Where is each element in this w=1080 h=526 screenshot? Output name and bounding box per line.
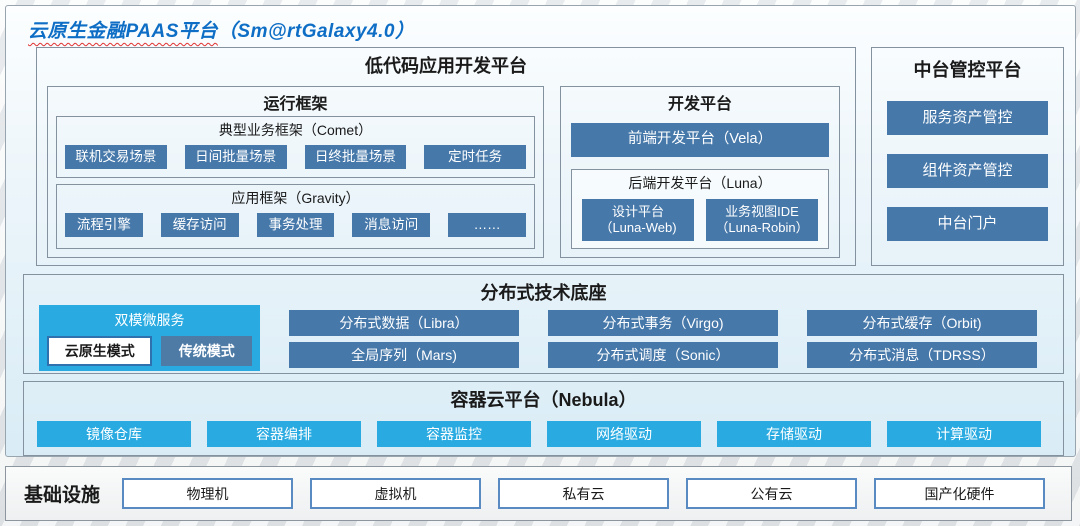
luna-label: 后端开发平台（Luna） xyxy=(628,175,772,191)
luna-web-line2: （Luna-Web) xyxy=(599,220,677,235)
gravity-item-message-access: 消息访问 xyxy=(352,213,431,237)
dev-platform-box: 开发平台 前端开发平台（Vela） 后端开发平台（Luna） 设计平台 （Lun… xyxy=(560,86,840,258)
runtime-heading: 运行框架 xyxy=(263,96,328,113)
nebula-platform-box: 容器云平台（Nebula） 镜像仓库 容器编排 容器监控 网络驱动 存储驱动 计… xyxy=(23,381,1064,456)
nebula-item-orchestration: 容器编排 xyxy=(207,421,361,447)
nebula-item-compute-driver: 计算驱动 xyxy=(887,421,1041,447)
dist-item-sonic: 分布式调度（Sonic） xyxy=(548,342,778,368)
dev-heading: 开发平台 xyxy=(667,96,732,113)
nebula-item-image-registry: 镜像仓库 xyxy=(37,421,191,447)
traditional-mode-node: 传统模式 xyxy=(161,336,252,366)
nebula-item-monitoring: 容器监控 xyxy=(377,421,531,447)
gravity-item-cache-access: 缓存访问 xyxy=(160,213,239,237)
dist-item-virgo: 分布式事务（Virgo) xyxy=(548,310,778,336)
midplatform-box: 中台管控平台 服务资产管控 组件资产管控 中台门户 xyxy=(871,47,1064,266)
infrastructure-strip: 基础设施 物理机 虚拟机 私有云 公有云 国产化硬件 xyxy=(5,466,1072,521)
distributed-base-box: 分布式技术底座 双模微服务 云原生模式 传统模式 分布式数据（Libra） 全局… xyxy=(23,274,1064,374)
midplatform-heading: 中台管控平台 xyxy=(913,60,1022,80)
nebula-item-row: 镜像仓库 容器编排 容器监控 网络驱动 存储驱动 计算驱动 xyxy=(37,421,1041,447)
page-title-suffix: （Sm@rtGalaxy4.0） xyxy=(217,21,415,42)
lowcode-platform-box: 低代码应用开发平台 运行框架 典型业务框架（Comet） 联机交易场景 日间批量… xyxy=(36,47,856,266)
distributed-heading: 分布式技术底座 xyxy=(480,283,607,303)
gravity-framework-box: 应用框架（Gravity） 流程引擎 缓存访问 事务处理 消息访问 …… xyxy=(56,184,535,249)
midplatform-item-service-assets: 服务资产管控 xyxy=(887,101,1048,135)
comet-item-online-transaction: 联机交易场景 xyxy=(65,145,167,169)
infra-item-physical-machine: 物理机 xyxy=(122,478,294,509)
comet-framework-box: 典型业务框架（Comet） 联机交易场景 日间批量场景 日终批量场景 定时任务 xyxy=(56,116,535,178)
comet-item-daytime-batch: 日间批量场景 xyxy=(184,145,287,169)
dist-item-tdrss: 分布式消息（TDRSS） xyxy=(807,342,1037,368)
infrastructure-heading: 基础设施 xyxy=(24,485,101,506)
distributed-column-2: 分布式事务（Virgo) 分布式调度（Sonic） xyxy=(548,307,778,369)
gravity-label: 应用框架（Gravity） xyxy=(231,190,360,206)
luna-robin-node: 业务视图IDE （Luna-Robin） xyxy=(706,199,818,241)
dist-item-libra: 分布式数据（Libra） xyxy=(289,310,519,336)
main-panel: 云原生金融PAAS平台（Sm@rtGalaxy4.0） 低代码应用开发平台 运行… xyxy=(5,5,1076,457)
runtime-framework-box: 运行框架 典型业务框架（Comet） 联机交易场景 日间批量场景 日终批量场景 … xyxy=(47,86,544,258)
page-title-main: 云原生金融PAAS平台 xyxy=(28,21,218,42)
comet-item-scheduled-task: 定时任务 xyxy=(424,145,526,169)
gravity-item-transaction: 事务处理 xyxy=(256,213,335,237)
comet-label: 典型业务框架（Comet） xyxy=(218,122,373,138)
luna-item-row: 设计平台 （Luna-Web) 业务视图IDE （Luna-Robin） xyxy=(582,199,818,241)
infra-item-domestic-hardware: 国产化硬件 xyxy=(874,478,1046,509)
luna-web-line1: 设计平台 xyxy=(611,204,664,220)
midplatform-item-component-assets: 组件资产管控 xyxy=(887,154,1048,188)
dual-mode-microservice-box: 双模微服务 云原生模式 传统模式 xyxy=(39,305,260,371)
comet-item-endofday-batch: 日终批量场景 xyxy=(304,145,407,169)
dist-item-mars: 全局序列（Mars) xyxy=(289,342,519,368)
nebula-item-storage-driver: 存储驱动 xyxy=(717,421,871,447)
dual-mode-label: 双模微服务 xyxy=(114,312,185,328)
nebula-item-network-driver: 网络驱动 xyxy=(547,421,701,447)
dist-item-orbit: 分布式缓存（Orbit) xyxy=(807,310,1037,336)
nebula-heading: 容器云平台（Nebula） xyxy=(450,390,637,410)
infra-item-public-cloud: 公有云 xyxy=(686,478,858,509)
distributed-column-3: 分布式缓存（Orbit) 分布式消息（TDRSS） xyxy=(807,307,1037,369)
luna-robin-line2: （Luna-Robin） xyxy=(715,220,809,235)
infra-item-private-cloud: 私有云 xyxy=(498,478,670,509)
luna-robin-line1: 业务视图IDE xyxy=(725,204,799,220)
distributed-row: 双模微服务 云原生模式 传统模式 分布式数据（Libra） 全局序列（Mars)… xyxy=(39,305,1037,371)
gravity-item-ellipsis: …… xyxy=(448,213,526,237)
lowcode-heading: 低代码应用开发平台 xyxy=(365,56,527,76)
luna-backend-box: 后端开发平台（Luna） 设计平台 （Luna-Web) 业务视图IDE （Lu… xyxy=(571,169,829,249)
dual-mode-row: 云原生模式 传统模式 xyxy=(47,336,252,366)
vela-frontend-node: 前端开发平台（Vela） xyxy=(571,123,829,157)
luna-web-node: 设计平台 （Luna-Web) xyxy=(582,199,694,241)
gravity-item-row: 流程引擎 缓存访问 事务处理 消息访问 …… xyxy=(65,213,526,237)
cloud-native-mode-node: 云原生模式 xyxy=(47,336,153,366)
midplatform-item-portal: 中台门户 xyxy=(887,207,1048,241)
page-title: 云原生金融PAAS平台（Sm@rtGalaxy4.0） xyxy=(28,16,414,43)
comet-item-row: 联机交易场景 日间批量场景 日终批量场景 定时任务 xyxy=(65,145,526,169)
gravity-item-process-engine: 流程引擎 xyxy=(65,213,143,237)
distributed-column-1: 分布式数据（Libra） 全局序列（Mars) xyxy=(289,307,519,369)
infra-item-virtual-machine: 虚拟机 xyxy=(310,478,482,509)
